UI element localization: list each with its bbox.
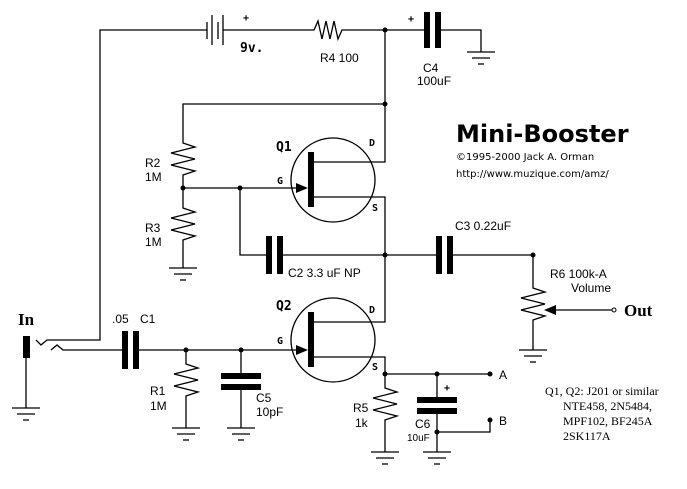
c5-plate — [221, 384, 261, 390]
q1-source-pin: S — [372, 203, 378, 214]
notes-line-1: Q1, Q2: J201 or similar — [545, 384, 659, 398]
c4-plus-sign: + — [408, 14, 414, 25]
c6-name: C6 — [415, 417, 431, 431]
ground-icon — [519, 349, 547, 363]
resistor-r4 — [310, 18, 385, 42]
c3-plate — [447, 236, 453, 274]
q2-label: Q2 — [276, 299, 292, 314]
c6-plus-sign: + — [444, 383, 450, 394]
q1-drain-pin: D — [369, 138, 375, 149]
ground-icon — [423, 451, 451, 465]
ground-icon — [169, 267, 197, 281]
r2-name: R2 — [145, 156, 161, 170]
resistor-r5 — [372, 374, 400, 452]
terminal-b-label: B — [499, 414, 507, 428]
ground-icon — [371, 451, 399, 465]
c2-plate — [266, 236, 272, 274]
q2-drain-pin: D — [369, 305, 375, 316]
c4-plate — [435, 12, 441, 48]
battery-9v — [99, 15, 310, 310]
c2-label: C2 3.3 uF NP — [288, 266, 361, 280]
ground-icon — [467, 51, 495, 65]
terminal-a-label: A — [499, 368, 507, 382]
potentiometer-r6 — [520, 285, 548, 350]
jfet-q2 — [290, 297, 386, 383]
r1-name: R1 — [150, 384, 166, 398]
r5-name: R5 — [353, 401, 369, 415]
ground-icon — [172, 427, 200, 441]
c4-value: 100uF — [417, 74, 451, 88]
c3-plate — [436, 236, 442, 274]
c6-value: 10uF — [407, 433, 430, 444]
c3-label: C3 0.22uF — [455, 219, 511, 233]
page-title: Mini-Booster — [456, 120, 629, 148]
junction-dot — [530, 252, 536, 258]
c1-plate — [133, 331, 139, 369]
r6-function: Volume — [571, 281, 611, 295]
c4-plate — [424, 12, 430, 48]
c5-plate — [221, 373, 261, 379]
r5-value: 1k — [355, 416, 369, 430]
c1-name: C1 — [140, 312, 156, 326]
resistor-r1 — [173, 350, 201, 428]
copyright-text: ©1995-2000 Jack A. Orman — [456, 152, 594, 163]
q2-gate-pin: G — [277, 336, 283, 347]
c6-plate — [417, 397, 457, 403]
r3-value: 1M — [145, 235, 162, 249]
c4-name: C4 — [423, 61, 439, 75]
input-label: In — [18, 310, 35, 329]
q1-label: Q1 — [276, 140, 292, 155]
c2-plate — [277, 236, 283, 274]
c5-value: 10pF — [256, 405, 283, 419]
r2-value: 1M — [145, 170, 162, 184]
resistor-r3 — [170, 188, 198, 268]
ground-icon — [227, 427, 255, 441]
r1-value: 1M — [150, 399, 167, 413]
c1-plate — [122, 331, 128, 369]
c5-name: C5 — [256, 391, 272, 405]
c6-plate — [417, 408, 457, 414]
notes-line-3: MPF102, BF245A — [563, 414, 653, 428]
q1-gate-pin: G — [277, 176, 283, 187]
output-terminal[interactable] — [611, 307, 617, 313]
terminal-a[interactable] — [487, 371, 493, 377]
url-link[interactable]: http://www.muzique.com/amz/ — [456, 169, 609, 180]
pot-wiper-arrow — [544, 305, 556, 315]
r3-name: R3 — [145, 221, 161, 235]
jfet-q1 — [290, 104, 386, 255]
ground-icon — [12, 407, 40, 421]
r4-label: R4 100 — [320, 51, 359, 65]
terminal-b[interactable] — [487, 417, 493, 423]
battery-label: 9v. — [240, 41, 263, 56]
battery-plus-sign: + — [243, 13, 249, 24]
notes-line-4: 2SK117A — [563, 429, 611, 443]
input-jack-tip — [23, 336, 30, 358]
resistor-r2 — [170, 140, 198, 188]
output-label: Out — [624, 301, 653, 320]
c1-value: .05 — [112, 312, 129, 326]
q2-source-pin: S — [372, 362, 378, 373]
notes-line-2: NTE458, 2N5484, — [563, 399, 652, 413]
r6-label: R6 100k-A — [550, 267, 607, 281]
